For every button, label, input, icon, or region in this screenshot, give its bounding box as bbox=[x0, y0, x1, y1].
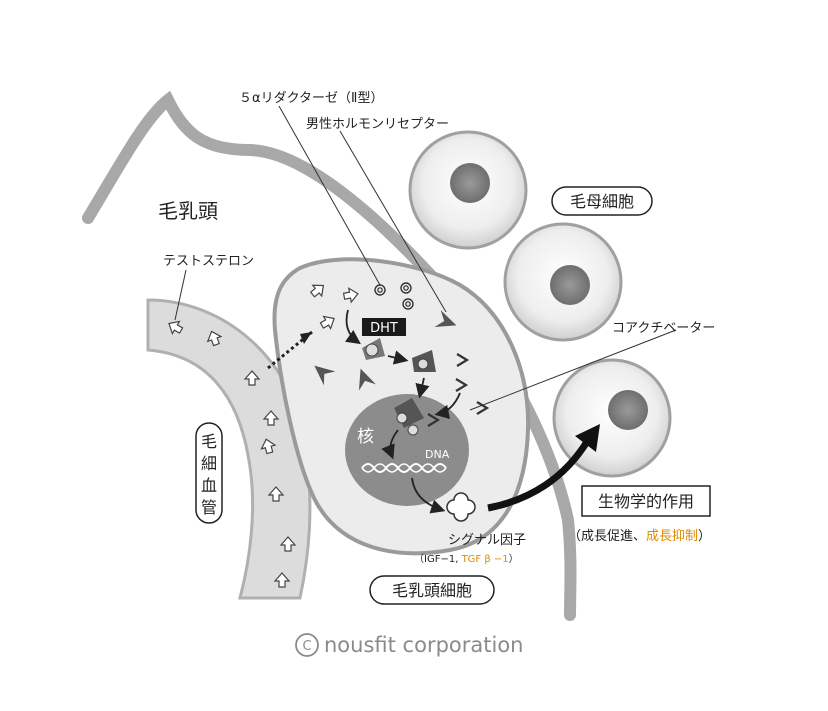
label-coactivator: コアクチベーター bbox=[612, 321, 715, 336]
label-papilla-cell: 毛乳頭細胞 bbox=[392, 581, 472, 600]
label-dht: DHT bbox=[370, 321, 398, 336]
nucleus bbox=[345, 394, 469, 506]
label-receptor: 男性ホルモンリセプター bbox=[306, 117, 449, 132]
label-effects: （成長促進、成長抑制） bbox=[568, 529, 711, 544]
badge-matrix-cell: 毛母細胞 bbox=[551, 186, 653, 216]
label-nucleus: 核 bbox=[357, 427, 374, 447]
label-reductase: ５αリダクターゼ（Ⅱ型） bbox=[239, 91, 383, 106]
label-capillary-3: 血 bbox=[201, 476, 217, 495]
label-matrix-cell: 毛母細胞 bbox=[570, 192, 634, 211]
biological-action-arrow bbox=[487, 424, 600, 512]
effect-suffix: ） bbox=[698, 529, 711, 544]
signal-factor-cross-icon bbox=[446, 492, 476, 522]
signal-tgf: TGF β −1 bbox=[461, 554, 509, 565]
dht-complex bbox=[362, 338, 436, 436]
label-bio-action: 生物学的作用 bbox=[598, 492, 694, 511]
label-testosterone: テストステロン bbox=[163, 254, 254, 269]
badge-bio-action: 生物学的作用 bbox=[581, 485, 711, 517]
effect-inhibit: 成長抑制 bbox=[646, 529, 698, 544]
copyright-icon bbox=[295, 633, 319, 657]
label-capillary-4: 管 bbox=[201, 498, 217, 517]
label-dna: DNA bbox=[425, 448, 450, 461]
signal-suffix: ） bbox=[509, 553, 519, 565]
badge-capillary: 毛 細 血 管 bbox=[195, 422, 223, 524]
badge-papilla-cell: 毛乳頭細胞 bbox=[369, 575, 495, 605]
label-capillary-2: 細 bbox=[201, 454, 217, 473]
label-signal-factor: シグナル因子 bbox=[448, 533, 526, 548]
effect-prefix: （成長促進、 bbox=[568, 529, 646, 544]
capillary-vessel bbox=[146, 298, 312, 600]
signal-prefix: （IGF−1, bbox=[414, 553, 462, 565]
label-capillary-1: 毛 bbox=[201, 432, 217, 451]
leader-lines bbox=[174, 105, 677, 411]
badge-dht: DHT bbox=[362, 318, 406, 336]
copyright: C nousfit corporation bbox=[295, 633, 523, 657]
dna-helix bbox=[361, 463, 447, 473]
label-dermal-papilla: 毛乳頭 bbox=[158, 199, 218, 223]
copyright-text: nousfit corporation bbox=[324, 633, 523, 657]
label-signal-detail: （IGF−1, TGF β −1） bbox=[414, 553, 519, 565]
copyright-symbol: C bbox=[302, 639, 311, 654]
testosterone-entry-arrow bbox=[267, 330, 313, 370]
papilla-wall bbox=[82, 90, 577, 621]
process-arrows bbox=[345, 309, 461, 514]
